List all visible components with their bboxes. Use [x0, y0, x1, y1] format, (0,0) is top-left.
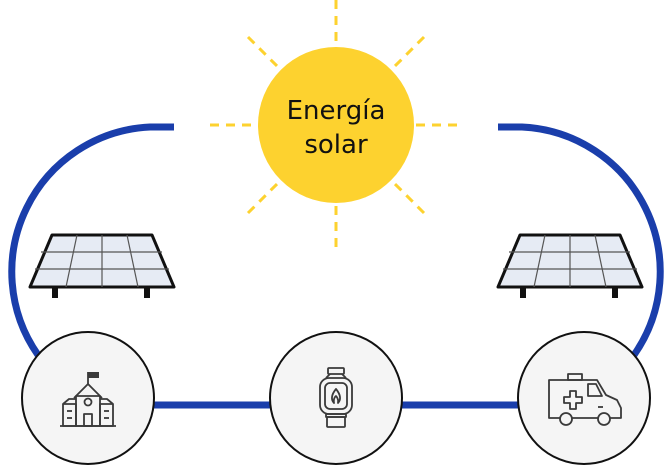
gas-cylinder-icon — [319, 367, 353, 428]
sun-rays — [210, 0, 462, 250]
left-arc-connector — [8, 123, 174, 358]
solar-panel-right-icon — [496, 233, 644, 298]
ambulance-icon — [548, 373, 622, 426]
sun — [258, 47, 414, 203]
sun-label-line1: Energía — [286, 96, 386, 126]
solar-panel-left-icon — [28, 233, 176, 298]
school-icon — [60, 372, 116, 427]
node-ambulance — [517, 331, 651, 465]
sun-label-line2: solar — [304, 130, 368, 160]
connector-lines — [8, 123, 664, 409]
node-gas-cylinder — [269, 331, 403, 465]
right-arc-connector — [498, 123, 664, 358]
sun-label: Energía solar — [256, 94, 416, 162]
node-school — [21, 331, 155, 465]
